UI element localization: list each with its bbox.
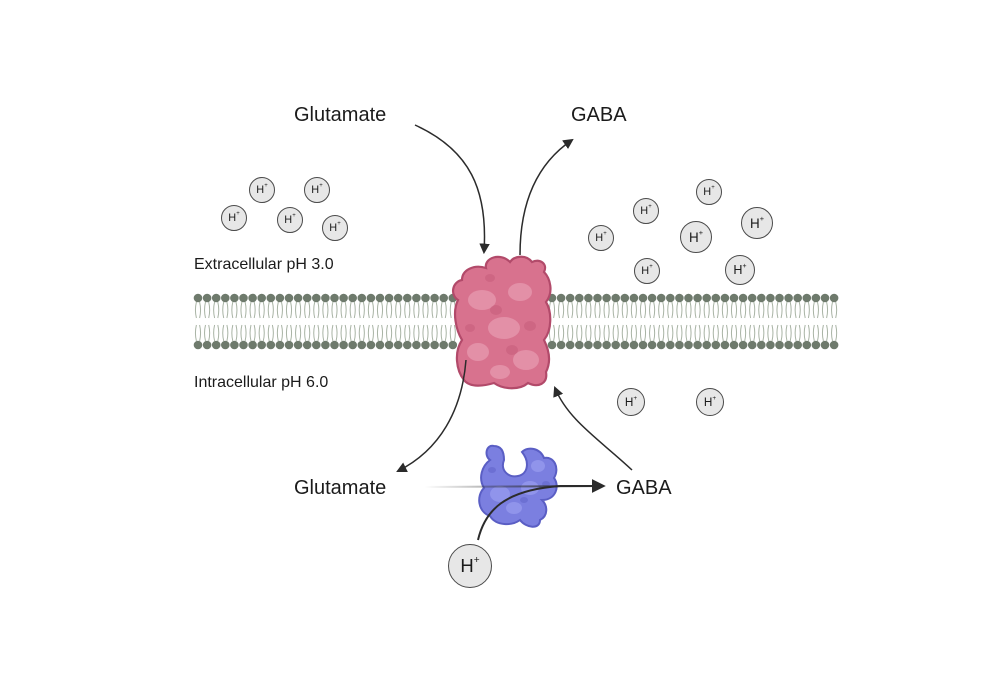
proton-charge: + (698, 227, 704, 237)
proton-symbol: H+ (311, 183, 323, 196)
proton-ion: H+ (277, 207, 303, 233)
proton-symbol: H+ (624, 394, 638, 409)
arrow-gaba-uptake (553, 386, 633, 471)
proton-symbol: H+ (595, 231, 607, 244)
proton-symbol: H+ (733, 262, 747, 277)
proton-charge: + (759, 213, 765, 223)
proton-charge: + (633, 394, 638, 402)
proton-ion: H+ (221, 205, 247, 231)
proton-ion: H+ (588, 225, 614, 251)
proton-charge: + (337, 221, 341, 228)
proton-charge: + (711, 185, 715, 192)
proton-ion: H+ (634, 258, 660, 284)
label-gaba-extracellular: GABA (571, 104, 627, 126)
proton-ion: H+ (696, 388, 724, 416)
proton-charge: + (236, 211, 240, 218)
arrow-glutamate-release (396, 359, 467, 472)
proton-charge: + (648, 204, 652, 211)
proton-symbol: H+ (749, 213, 765, 231)
label-extracellular-ph: Extracellular pH 3.0 (194, 256, 334, 273)
proton-symbol: H+ (641, 264, 653, 277)
arrow-gaba-export (519, 138, 574, 256)
proton-ion: H+ (322, 215, 348, 241)
proton-charge: + (649, 264, 653, 271)
proton-symbol: H+ (256, 183, 268, 196)
proton-charge: + (742, 262, 747, 270)
lipid-bilayer-membrane (193, 293, 839, 350)
proton-ion: H+ (448, 544, 492, 588)
arrow-proton-consumption (477, 485, 561, 541)
proton-charge: + (473, 555, 480, 567)
antiporter-protein (452, 255, 552, 390)
proton-ion: H+ (633, 198, 659, 224)
flow-arrows (396, 124, 633, 541)
proton-ion: H+ (249, 177, 275, 203)
proton-symbol: H+ (703, 394, 717, 409)
label-gaba-intracellular: GABA (616, 477, 672, 499)
proton-ion: H+ (741, 207, 773, 239)
label-glutamate-intracellular: Glutamate (294, 477, 387, 499)
label-intracellular-ph: Intracellular pH 6.0 (194, 374, 329, 391)
proton-symbol: H+ (284, 213, 296, 226)
arrow-glutamate-import (414, 124, 490, 255)
proton-symbol: H+ (460, 555, 480, 576)
proton-charge: + (603, 231, 607, 238)
proton-charge: + (264, 183, 268, 190)
proton-ion: H+ (304, 177, 330, 203)
proton-symbol: H+ (640, 204, 652, 217)
proton-ion: H+ (696, 179, 722, 205)
proton-charge: + (319, 183, 323, 190)
proton-symbol: H+ (703, 185, 715, 198)
proton-symbol: H+ (688, 227, 704, 245)
proton-charge: + (712, 394, 717, 402)
label-glutamate-extracellular: Glutamate (294, 104, 387, 126)
proton-ion: H+ (680, 221, 712, 253)
proton-charge: + (292, 213, 296, 220)
proton-symbol: H+ (228, 211, 240, 224)
proton-ion: H+ (617, 388, 645, 416)
proton-symbol: H+ (329, 221, 341, 234)
proton-ion: H+ (725, 255, 755, 285)
